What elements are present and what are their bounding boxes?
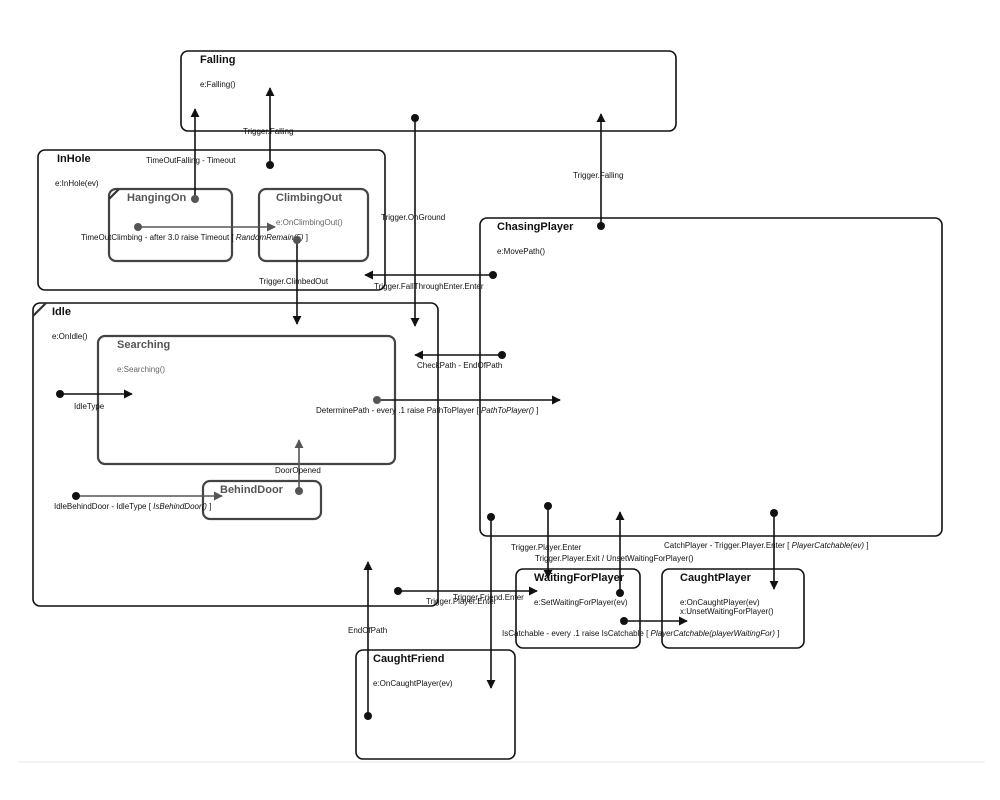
label-trigger-friend-enter: Trigger.Friend.Enter <box>453 593 524 602</box>
transition-trigger-player-enter-idle[interactable]: Trigger.Player.Enter <box>394 586 538 606</box>
state-idle-entry: e:OnIdle() <box>52 332 88 341</box>
state-caughtplayer-entry: e:OnCaughtPlayer(ev) <box>680 598 760 607</box>
label-trigger-climbedout: Trigger.ClimbedOut <box>259 277 329 286</box>
label-dooropened: DoorOpened <box>275 466 321 475</box>
label-timeout-climbing: TimeOutClimbing - after 3.0 raise Timeou… <box>81 233 308 242</box>
label-iscatchable: IsCatchable - every .1 raise IsCatchable… <box>502 629 779 638</box>
label-trigger-player-exit: Trigger.Player.Exit / UnsetWaitingForPla… <box>535 554 694 563</box>
state-caughtfriend-entry: e:OnCaughtPlayer(ev) <box>373 679 453 688</box>
state-searching[interactable]: Searching e:Searching() <box>96 334 397 466</box>
transition-trigger-player-exit[interactable]: Trigger.Player.Exit / UnsetWaitingForPla… <box>535 511 694 597</box>
state-waitingforplayer[interactable]: WaitingForPlayer e:SetWaitingForPlayer(e… <box>515 568 641 649</box>
state-caughtfriend-name: CaughtFriend <box>373 653 445 665</box>
transition-trigger-fallthrough[interactable]: Trigger.FallThroughEnter.Enter <box>364 270 497 291</box>
label-endofpath: EndOfPath <box>348 626 387 635</box>
state-searching-entry: e:Searching() <box>117 365 165 374</box>
state-waitingforplayer-entry: e:SetWaitingForPlayer(ev) <box>534 598 628 607</box>
label-trigger-player-enter-waiting: Trigger.Player.Enter <box>511 543 582 552</box>
state-idle-name: Idle <box>52 306 71 318</box>
state-waitingforplayer-name: WaitingForPlayer <box>534 572 625 584</box>
label-catchplayer: CatchPlayer - Trigger.Player.Enter [ Pla… <box>664 541 869 550</box>
label-timeout-falling: TimeOutFalling - Timeout <box>146 156 236 165</box>
transition-trigger-climbedout[interactable]: Trigger.ClimbedOut <box>259 236 329 325</box>
label-trigger-falling: Trigger.Falling <box>243 127 293 136</box>
label-idlebehinddoor: IdleBehindDoor - IdleType [ IsBehindDoor… <box>54 502 211 511</box>
state-chasingplayer[interactable]: ChasingPlayer e:MovePath() <box>479 217 943 537</box>
state-behinddoor[interactable]: BehindDoor <box>201 479 323 521</box>
transition-checkpath[interactable]: CheckPath - EndOfPath <box>414 350 506 370</box>
transition-timeout-falling[interactable]: TimeOutFalling - Timeout <box>146 108 236 203</box>
state-climbingout-name: ClimbingOut <box>276 192 342 204</box>
label-trigger-player-enter-idle: Trigger.Player.Enter <box>426 597 497 606</box>
transition-determinepath[interactable]: DeterminePath - every .1 raise PathToPla… <box>316 395 561 415</box>
state-falling-name: Falling <box>200 54 235 66</box>
transition-idletype[interactable]: IdleType <box>56 389 133 411</box>
transition-idlebehinddoor[interactable]: IdleBehindDoor - IdleType [ IsBehindDoor… <box>54 491 223 511</box>
transition-trigger-player-enter-waiting[interactable]: Trigger.Player.Enter <box>511 502 582 579</box>
state-climbingout-entry: e:OnClimbingOut() <box>276 218 343 227</box>
label-determinepath: DeterminePath - every .1 raise PathToPla… <box>316 406 538 415</box>
transition-trigger-falling-from-chasing[interactable]: Trigger.Falling <box>573 113 623 230</box>
label-trigger-fallthrough: Trigger.FallThroughEnter.Enter <box>374 282 484 291</box>
label-trigger-falling-chasing: Trigger.Falling <box>573 171 623 180</box>
state-chasingplayer-entry: e:MovePath() <box>497 247 545 256</box>
state-caughtplayer-name: CaughtPlayer <box>680 572 752 584</box>
state-falling[interactable]: Falling e:Falling() <box>180 50 677 132</box>
transition-catchplayer[interactable]: CatchPlayer - Trigger.Player.Enter [ Pla… <box>664 509 869 590</box>
label-trigger-onground: Trigger.OnGround <box>381 213 445 222</box>
state-chasingplayer-name: ChasingPlayer <box>497 221 574 233</box>
history-corner-marker <box>108 188 120 200</box>
state-inhole-entry: e:InHole(ev) <box>55 179 99 188</box>
transition-dooropened[interactable]: DoorOpened <box>275 439 321 495</box>
transition-timeout-climbing[interactable]: TimeOutClimbing - after 3.0 raise Timeou… <box>81 222 308 242</box>
state-searching-name: Searching <box>117 339 170 351</box>
transition-trigger-onground[interactable]: Trigger.OnGround <box>381 114 445 327</box>
transition-trigger-friend-enter[interactable]: Trigger.Friend.Enter <box>453 513 524 689</box>
state-falling-entry: e:Falling() <box>200 80 236 89</box>
label-checkpath: CheckPath - EndOfPath <box>417 361 502 370</box>
state-hangingon-name: HangingOn <box>127 192 187 204</box>
history-corner-marker <box>32 302 47 317</box>
state-climbingout[interactable]: ClimbingOut e:OnClimbingOut() <box>257 187 370 263</box>
transition-endofpath[interactable]: EndOfPath <box>348 561 387 720</box>
transition-iscatchable[interactable]: IsCatchable - every .1 raise IsCatchable… <box>502 616 779 638</box>
state-caughtplayer-exit: x:UnsetWaitingForPlayer() <box>680 607 774 616</box>
state-hangingon[interactable]: HangingOn <box>107 187 234 263</box>
state-caughtplayer[interactable]: CaughtPlayer e:OnCaughtPlayer(ev) x:Unse… <box>661 568 805 649</box>
transition-trigger-falling-from-inhole[interactable]: Trigger.Falling <box>243 87 293 169</box>
label-idletype: IdleType <box>74 402 105 411</box>
state-behinddoor-name: BehindDoor <box>220 484 284 496</box>
state-inhole-name: InHole <box>57 153 91 165</box>
state-caughtfriend[interactable]: CaughtFriend e:OnCaughtPlayer(ev) <box>355 649 516 760</box>
